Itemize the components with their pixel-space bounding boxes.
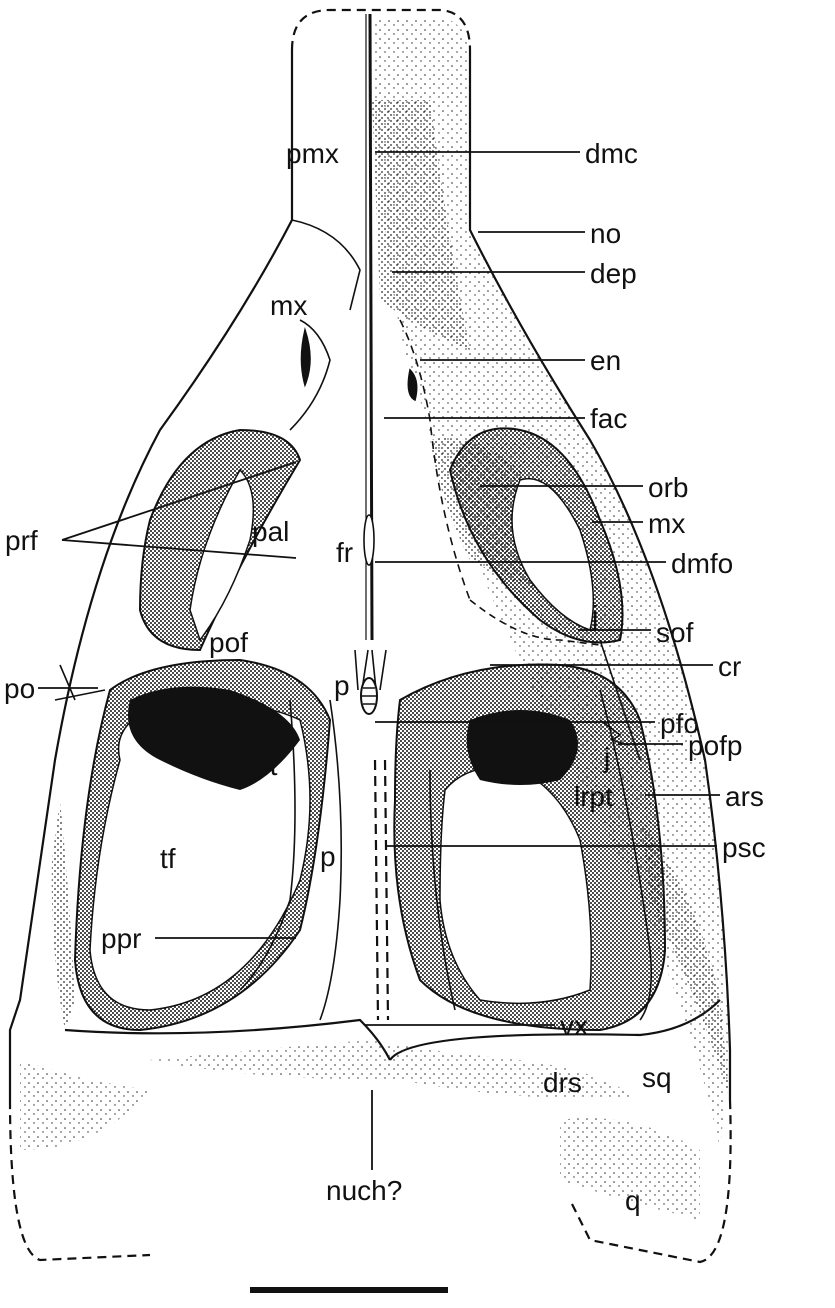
label-j-upper: j (591, 600, 598, 631)
label-dmc: dmc (585, 138, 638, 169)
label-vx: vx (560, 1010, 588, 1041)
label-ppr: ppr (101, 923, 141, 954)
label-no: no (590, 218, 621, 249)
label-lrpt: lrpt (574, 781, 613, 812)
label-p-lower: p (320, 841, 336, 872)
label-pof: pof (209, 627, 248, 658)
label-dep: dep (590, 258, 637, 289)
label-pal: pal (252, 516, 289, 547)
label-q: q (625, 1185, 641, 1216)
label-sof: sof (656, 617, 694, 648)
label-sq: sq (642, 1062, 672, 1093)
label-p-upper: p (334, 670, 350, 701)
label-po: po (4, 673, 35, 704)
label-drs: drs (543, 1067, 582, 1098)
right-temporal-fenestra (394, 664, 665, 1030)
label-cr: cr (718, 651, 741, 682)
label-fac: fac (590, 403, 627, 434)
label-fr: fr (336, 537, 353, 568)
label-nuch: nuch? (326, 1175, 402, 1206)
label-dmfo: dmfo (671, 548, 733, 579)
label-pt: pt (254, 750, 278, 781)
label-j-lower: j (603, 742, 610, 773)
label-tf: tf (160, 843, 176, 874)
label-pofp: pofp (688, 730, 743, 761)
label-ars: ars (725, 781, 764, 812)
label-pmx: pmx (286, 138, 339, 169)
stippling (20, 20, 730, 1220)
label-mx-left: mx (270, 290, 307, 321)
label-en: en (590, 345, 621, 376)
label-psc: psc (722, 832, 766, 863)
label-mx-right: mx (648, 508, 685, 539)
label-prf: prf (5, 525, 38, 556)
label-orb: orb (648, 472, 688, 503)
